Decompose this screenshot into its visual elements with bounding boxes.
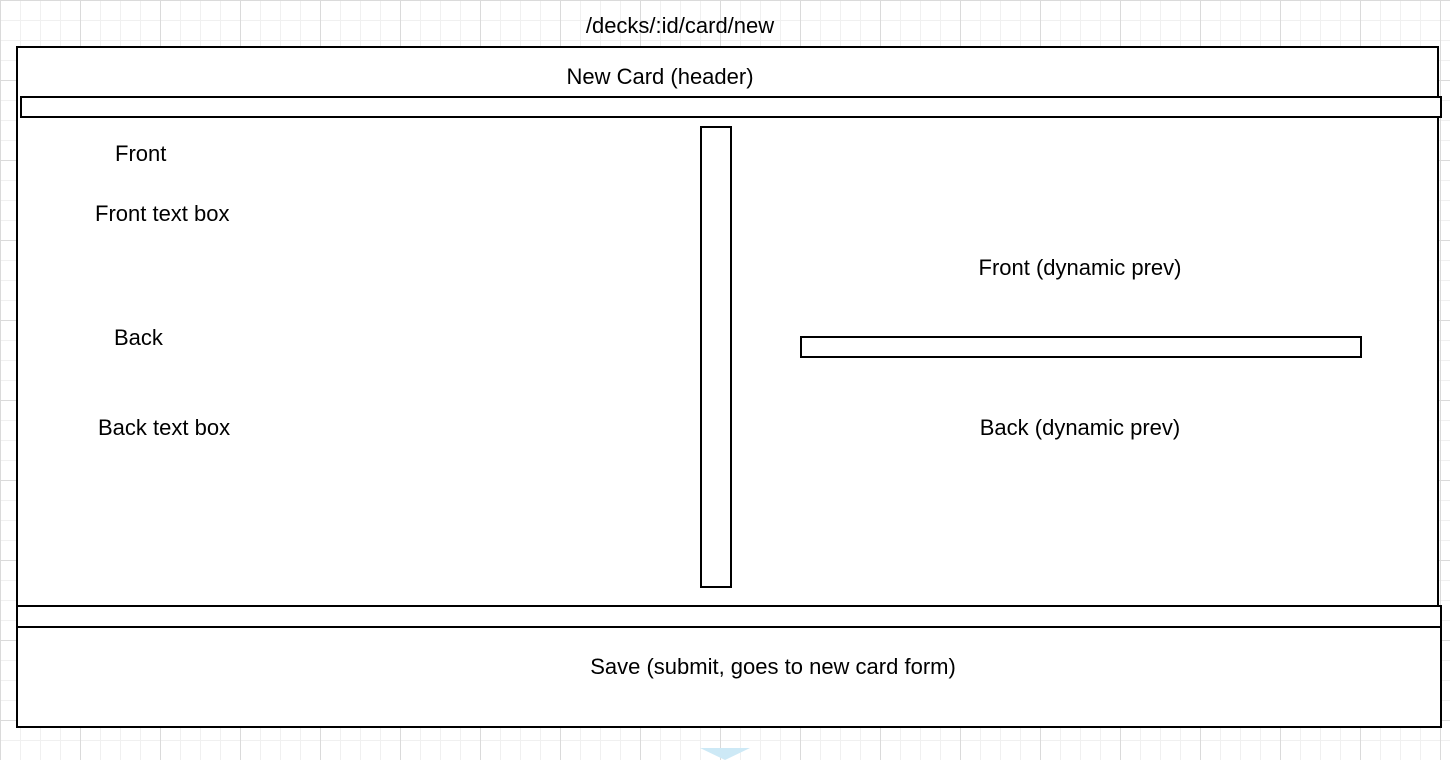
preview-separator <box>800 336 1362 358</box>
footer-bar <box>16 605 1442 628</box>
connector-arrow-icon <box>700 748 750 760</box>
front-preview: Front (dynamic prev) <box>978 255 1182 280</box>
vertical-divider <box>700 126 732 588</box>
back-label: Back <box>114 325 163 350</box>
save-button[interactable] <box>16 626 1442 728</box>
back-text-box[interactable]: Back text box <box>98 415 231 440</box>
route-title: /decks/:id/card/new <box>585 13 775 38</box>
header-bar <box>20 96 1442 118</box>
back-preview: Back (dynamic prev) <box>979 415 1181 440</box>
front-text-box[interactable]: Front text box <box>95 201 230 226</box>
front-label: Front <box>115 141 167 166</box>
save-button-label: Save (submit, goes to new card form) <box>590 654 956 679</box>
header-label: New Card (header) <box>566 64 754 89</box>
